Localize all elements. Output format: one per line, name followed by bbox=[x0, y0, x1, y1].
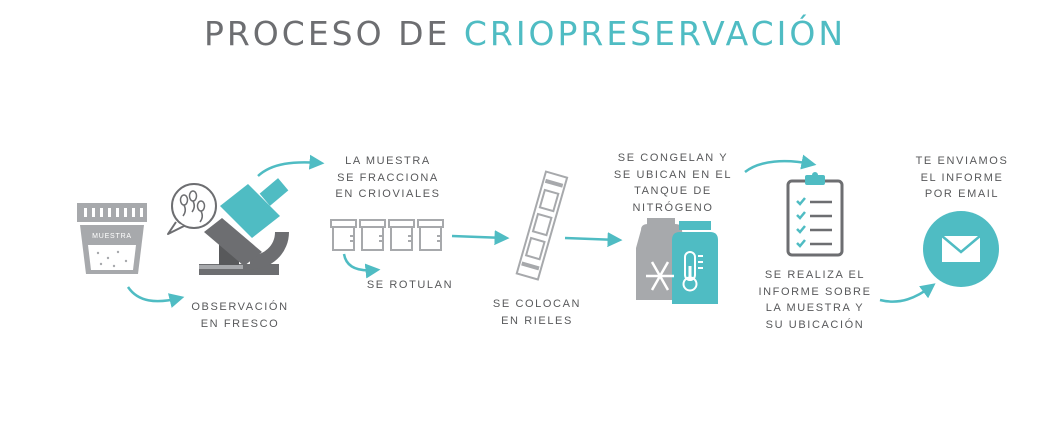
label-observacion: OBSERVACIÓN EN FRESCO bbox=[191, 301, 289, 330]
snowflake-icon bbox=[646, 261, 674, 291]
arrow-icon bbox=[879, 283, 936, 303]
nitrogen-tank-icon bbox=[636, 218, 718, 304]
label-email: TE ENVIAMOS EL INFORME POR EMAIL bbox=[915, 155, 1009, 200]
title-part-1: PROCESO DE bbox=[203, 14, 451, 53]
rail-icon bbox=[515, 170, 569, 281]
arrow-icon bbox=[744, 154, 817, 174]
page-title: PROCESO DE CRIOPRESERVACIÓN bbox=[0, 14, 1050, 53]
label-congelan: SE CONGELAN Y SE UBICAN EN EL TANQUE DE … bbox=[613, 152, 733, 214]
arrow-icon bbox=[342, 253, 381, 279]
sperm-bubble-icon bbox=[167, 183, 217, 235]
arrow-icon bbox=[451, 230, 510, 246]
arrow-icon bbox=[564, 232, 623, 248]
label-rieles: SE COLOCAN EN RIELES bbox=[492, 298, 582, 327]
sample-jar-icon: MUESTRA bbox=[77, 203, 147, 274]
title-part-2: CRIOPRESERVACIÓN bbox=[463, 14, 847, 53]
jar-label: MUESTRA bbox=[92, 233, 132, 240]
cryovial-icon bbox=[330, 219, 444, 251]
arrow-icon bbox=[257, 154, 325, 177]
label-rotulan: SE ROTULAN bbox=[366, 279, 454, 291]
arrow-icon bbox=[126, 286, 185, 308]
email-icon bbox=[923, 211, 999, 287]
thermometer-icon bbox=[682, 251, 703, 292]
microscope-icon bbox=[199, 178, 290, 275]
label-informe: SE REALIZA EL INFORME SOBRE LA MUESTRA Y… bbox=[758, 269, 872, 331]
clipboard-icon bbox=[786, 172, 844, 257]
label-fracciona: LA MUESTRA SE FRACCIONA EN CRIOVIALES bbox=[335, 155, 441, 200]
